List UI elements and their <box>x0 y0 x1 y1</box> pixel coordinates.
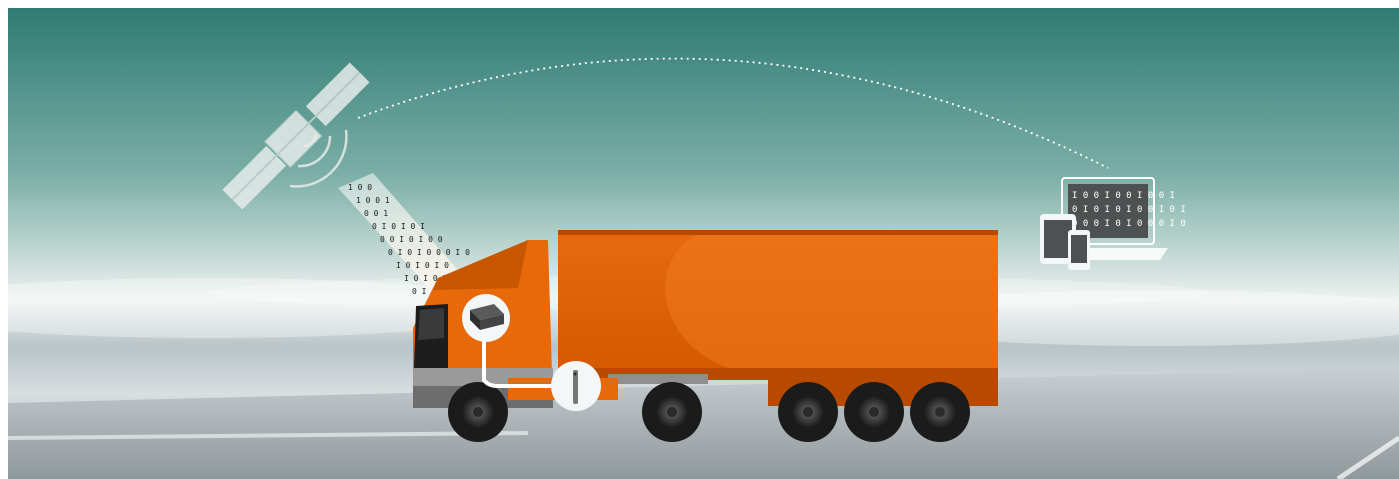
sensor-icon <box>551 361 601 411</box>
obd-device-icon <box>462 294 510 342</box>
screen-bit-line: 0 I 0 I 0 I 0 0 I 0 I <box>1072 205 1186 215</box>
scene: 1 0 0 1 0 0 1 0 0 1 0 I 0 I 0 I 0 0 I 0 I 0 … <box>8 8 1399 479</box>
phone-icon <box>1068 230 1090 270</box>
illustration: 1 0 0 1 0 0 1 0 0 1 0 I 0 I 0 I 0 0 I 0 I 0 … <box>8 8 1399 479</box>
screen-bit-line: I 0 0 I 0 0 I 0 0 I <box>1072 191 1175 201</box>
beam-bit-line: 1 0 0 <box>348 183 372 192</box>
beam-bit-line: 0 0 1 <box>364 209 388 218</box>
beam-bit-line: I 0 I 0 I 0 <box>396 261 449 270</box>
beam-bit-line: 0 I <box>412 287 427 296</box>
beam-bit-line: 0 0 I 0 I 0 0 <box>380 235 443 244</box>
screen-bit-line: 0 0 0 I 0 I 0 0 0 I 0 <box>1072 219 1186 229</box>
trailer <box>558 230 998 406</box>
laptop-screen-bits: I 0 0 I 0 0 I 0 0 I 0 I 0 I 0 I 0 0 I 0 I… <box>1072 191 1186 229</box>
beam-bit-line: 0 I 0 I 0 0 0 I 0 <box>388 248 470 257</box>
beam-bit-line: 0 I 0 I 0 I <box>372 222 425 231</box>
beam-bit-line: 1 0 0 1 <box>356 196 390 205</box>
